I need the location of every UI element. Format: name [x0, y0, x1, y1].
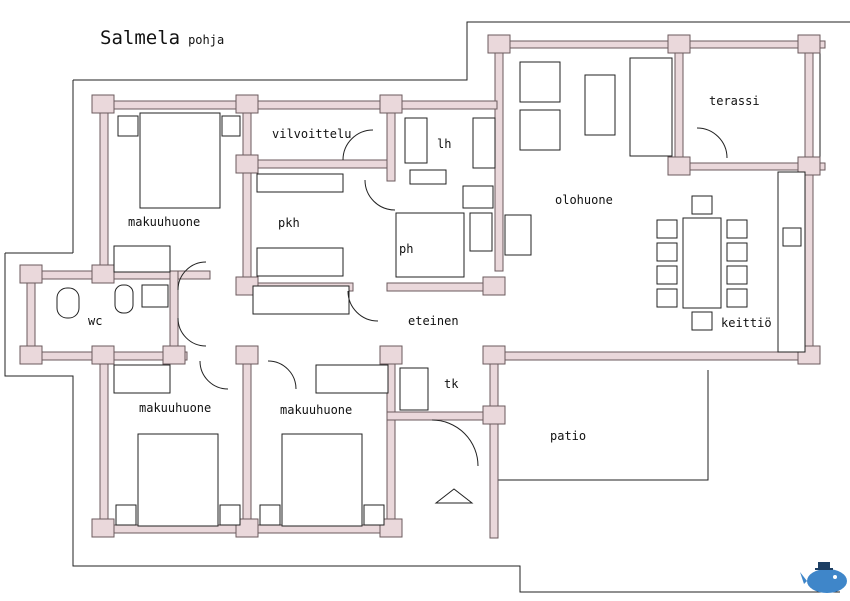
toilet — [114, 284, 134, 314]
door — [177, 261, 207, 291]
closet — [399, 367, 429, 411]
bench — [409, 169, 447, 185]
fireplace — [504, 214, 532, 256]
chair — [656, 242, 678, 262]
dining-table — [682, 217, 722, 309]
door — [267, 360, 297, 390]
room-label-ph: ph — [399, 242, 414, 256]
door — [696, 127, 728, 159]
wardrobe — [315, 364, 389, 394]
chair — [726, 265, 748, 285]
whale-logo-icon — [800, 562, 847, 593]
stove — [782, 227, 802, 247]
door — [347, 290, 379, 322]
nightstand — [259, 504, 281, 526]
armchair — [519, 61, 561, 103]
armchair — [519, 109, 561, 151]
wardrobe — [113, 364, 171, 394]
doors — [177, 127, 728, 467]
sauna-stove — [462, 185, 494, 209]
room-label-makuuhuone-top: makuuhuone — [128, 215, 201, 229]
room-label-tk: tk — [444, 377, 459, 391]
door — [342, 129, 374, 161]
nightstand — [363, 504, 385, 526]
room-label-terassi: terassi — [709, 94, 760, 108]
door — [199, 360, 229, 390]
chair — [656, 265, 678, 285]
bed — [139, 112, 221, 209]
chair — [691, 195, 713, 215]
room-label-olohuone: olohuone — [555, 193, 613, 207]
locker — [404, 117, 428, 164]
room-label-vilvoittelu: vilvoittelu — [272, 127, 352, 141]
room-label-patio: patio — [550, 429, 587, 443]
coffee-table — [584, 74, 616, 136]
title-sub: pohja — [188, 33, 225, 47]
toilet — [56, 287, 80, 319]
door — [364, 179, 396, 211]
chair — [726, 219, 748, 239]
title-main: Salmela — [100, 27, 181, 49]
sauna-bench — [256, 247, 344, 277]
shower-area — [395, 212, 465, 278]
sauna-bench — [256, 173, 344, 193]
cabinet — [252, 285, 350, 315]
bed — [281, 433, 363, 527]
room-label-lh: lh — [437, 137, 452, 151]
wash-basin — [141, 284, 169, 308]
door — [431, 419, 479, 467]
chair — [726, 288, 748, 308]
room-label-eteinen: eteinen — [408, 314, 459, 328]
locker — [472, 117, 496, 169]
sofa — [629, 57, 673, 157]
furniture — [56, 57, 806, 527]
plan-title: Salmela pohja — [100, 27, 224, 49]
room-label-makuuhuone-left: makuuhuone — [139, 401, 212, 415]
chair — [656, 288, 678, 308]
chair — [726, 242, 748, 262]
wall-posts — [19, 34, 821, 538]
chair — [656, 219, 678, 239]
nightstand — [115, 504, 137, 526]
room-label-keittio: keittiö — [721, 316, 772, 330]
room-label-wc: wc — [88, 314, 103, 328]
nightstand — [221, 115, 241, 137]
door — [177, 317, 207, 347]
sink — [469, 212, 493, 252]
nightstand — [219, 504, 241, 526]
entrance-step — [434, 488, 474, 504]
kitchen-counter — [777, 171, 806, 353]
bed — [137, 433, 219, 527]
chair — [691, 311, 713, 331]
room-label-makuuhuone-mid: makuuhuone — [280, 403, 353, 417]
nightstand — [117, 115, 139, 137]
room-label-pkh: pkh — [278, 216, 300, 230]
wardrobe — [113, 245, 171, 273]
